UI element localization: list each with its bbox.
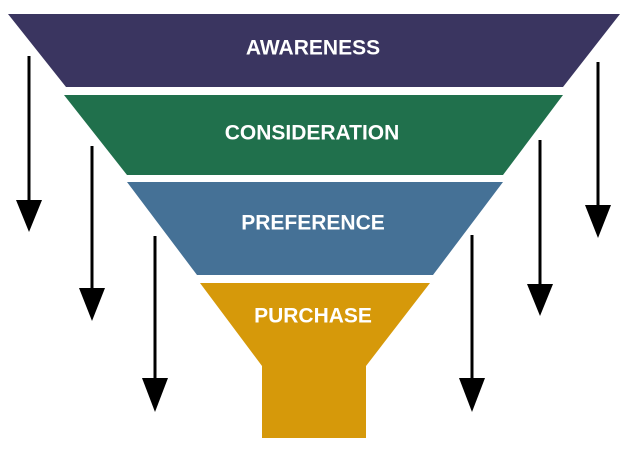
stage-label-purchase: PURCHASE xyxy=(254,305,372,328)
down-arrow-icon xyxy=(142,236,168,412)
stage-preference xyxy=(127,182,503,275)
down-arrow-icon xyxy=(585,62,611,238)
stage-label-awareness: AWARENESS xyxy=(246,37,380,60)
arrows-right xyxy=(459,62,611,412)
down-arrow-icon xyxy=(459,235,485,412)
stage-awareness xyxy=(8,14,620,87)
down-arrow-icon xyxy=(79,146,105,321)
arrows-left xyxy=(16,56,168,412)
down-arrow-icon xyxy=(527,140,553,316)
stage-purchase xyxy=(200,283,430,438)
stage-label-consideration: CONSIDERATION xyxy=(225,122,400,145)
down-arrow-icon xyxy=(16,56,42,232)
stage-consideration xyxy=(64,95,563,175)
stage-label-preference: PREFERENCE xyxy=(241,212,385,235)
